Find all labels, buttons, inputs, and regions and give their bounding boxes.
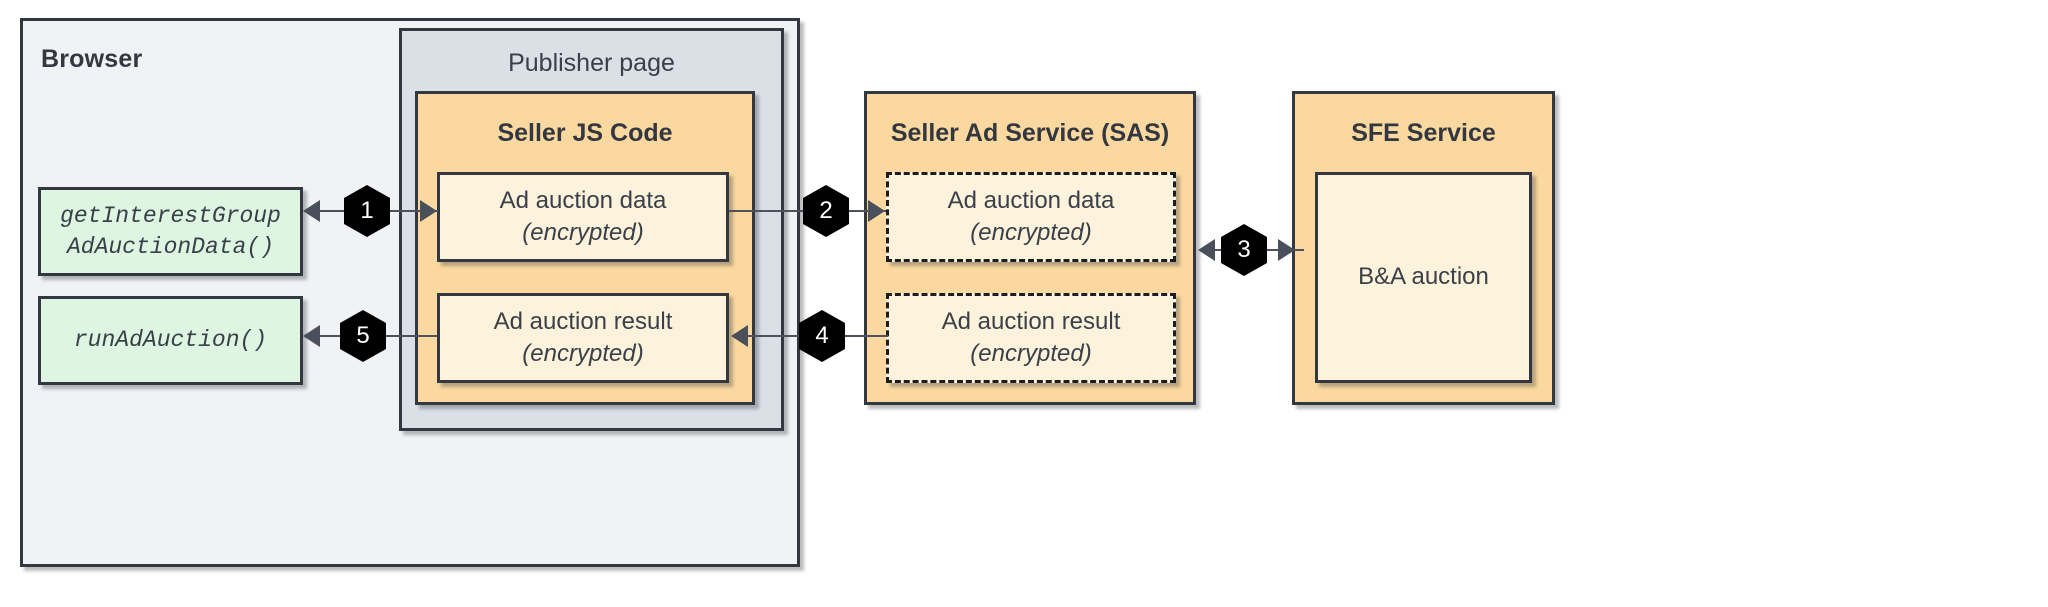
seller-ad-service-title: Seller Ad Service (SAS): [890, 119, 1170, 147]
publisher-page-title: Publisher page: [508, 49, 675, 77]
arrow-head-2-right: [868, 200, 885, 222]
step-badge-4[interactable]: 4: [799, 310, 845, 362]
step-badge-3[interactable]: 3: [1221, 224, 1267, 276]
box-line-1: Ad auction result: [941, 307, 1121, 335]
box-line-2: (encrypted): [522, 219, 644, 246]
arrow-head-3-left: [1198, 239, 1215, 261]
arrow-head-3-right: [1278, 239, 1295, 261]
box-line-1: Ad auction data: [499, 186, 667, 214]
sas-ad-auction-data-box[interactable]: Ad auction data (encrypted): [886, 172, 1176, 262]
step-badge-2[interactable]: 2: [803, 185, 849, 237]
api-box-get-interest-group-ad-auction-data[interactable]: getInterestGroup AdAuctionData(): [38, 187, 303, 276]
box-line-1: B&A auction: [1358, 263, 1489, 291]
browser-title: Browser: [41, 45, 143, 73]
box-line-2: (encrypted): [522, 340, 644, 367]
box-line-2: (encrypted): [970, 219, 1092, 246]
api-box-text: getInterestGroup AdAuctionData(): [60, 203, 281, 260]
arrow-head-1-right: [420, 200, 437, 222]
seller-js-ad-auction-result-box[interactable]: Ad auction result (encrypted): [437, 293, 729, 383]
seller-js-code-title: Seller JS Code: [497, 119, 673, 147]
sfe-service-title: SFE Service: [1351, 119, 1496, 147]
arrow-head-4-left: [731, 325, 748, 347]
api-box-text: runAdAuction(): [73, 327, 268, 354]
arrow-head-5-left: [303, 325, 320, 347]
seller-js-ad-auction-data-box[interactable]: Ad auction data (encrypted): [437, 172, 729, 262]
api-box-run-ad-auction[interactable]: runAdAuction(): [38, 296, 303, 385]
sfe-ba-auction-box[interactable]: B&A auction: [1315, 172, 1532, 383]
box-line-2: (encrypted): [970, 340, 1092, 367]
arrow-head-1-left: [303, 200, 320, 222]
sas-ad-auction-result-box[interactable]: Ad auction result (encrypted): [886, 293, 1176, 383]
box-line-1: Ad auction result: [493, 307, 673, 335]
box-line-1: Ad auction data: [947, 186, 1115, 214]
